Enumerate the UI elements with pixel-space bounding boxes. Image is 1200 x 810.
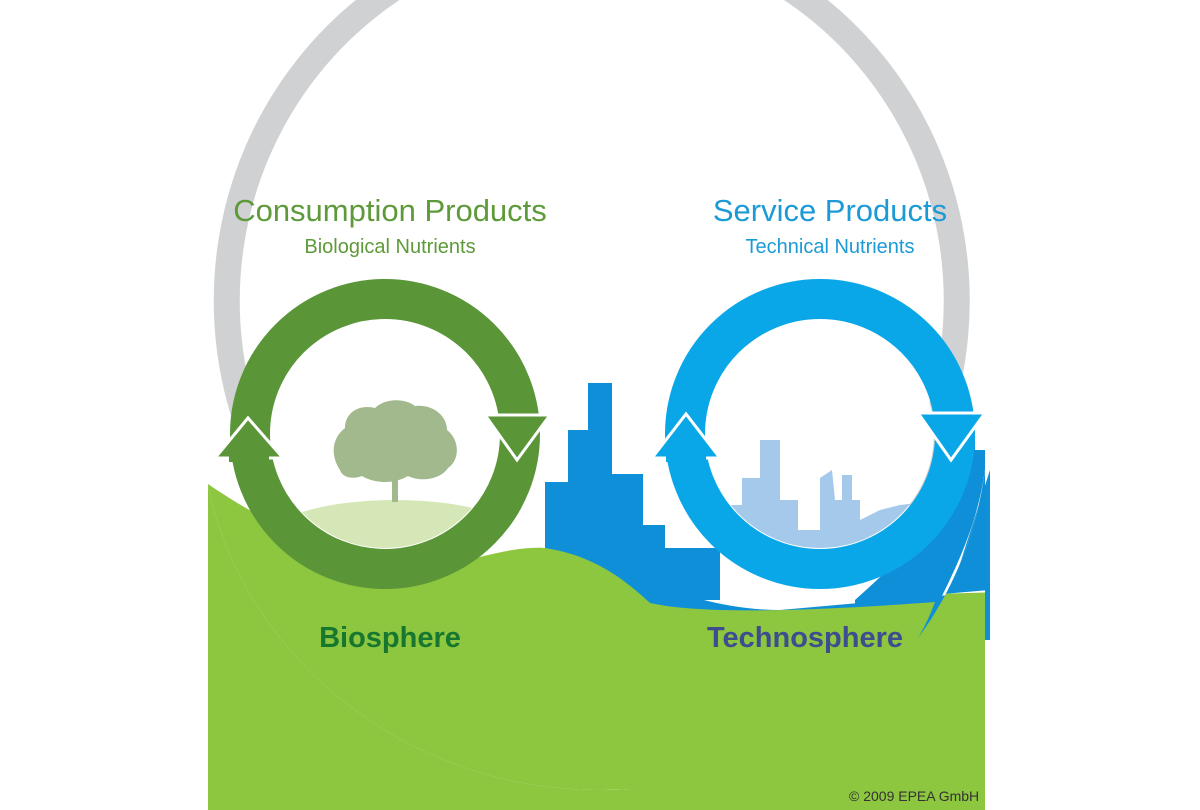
cycle-arrows-icon-right	[648, 279, 988, 589]
outer-grey-ring	[213, 0, 970, 507]
technosphere-label: Technosphere	[706, 622, 904, 654]
copyright-notice: © 2009 EPEA GmbH	[849, 788, 980, 804]
cycle-arrows-icon	[211, 279, 553, 589]
light-city-scene	[706, 320, 934, 548]
consumption-products-title: Consumption Products	[233, 193, 547, 228]
service-products-title: Service Products	[712, 193, 948, 228]
technical-nutrients-subtitle: Technical Nutrients	[745, 236, 915, 258]
tree-icon	[333, 400, 457, 502]
biosphere-label: Biosphere	[319, 622, 461, 654]
green-hill	[208, 484, 935, 790]
biological-nutrients-subtitle: Biological Nutrients	[304, 236, 476, 258]
